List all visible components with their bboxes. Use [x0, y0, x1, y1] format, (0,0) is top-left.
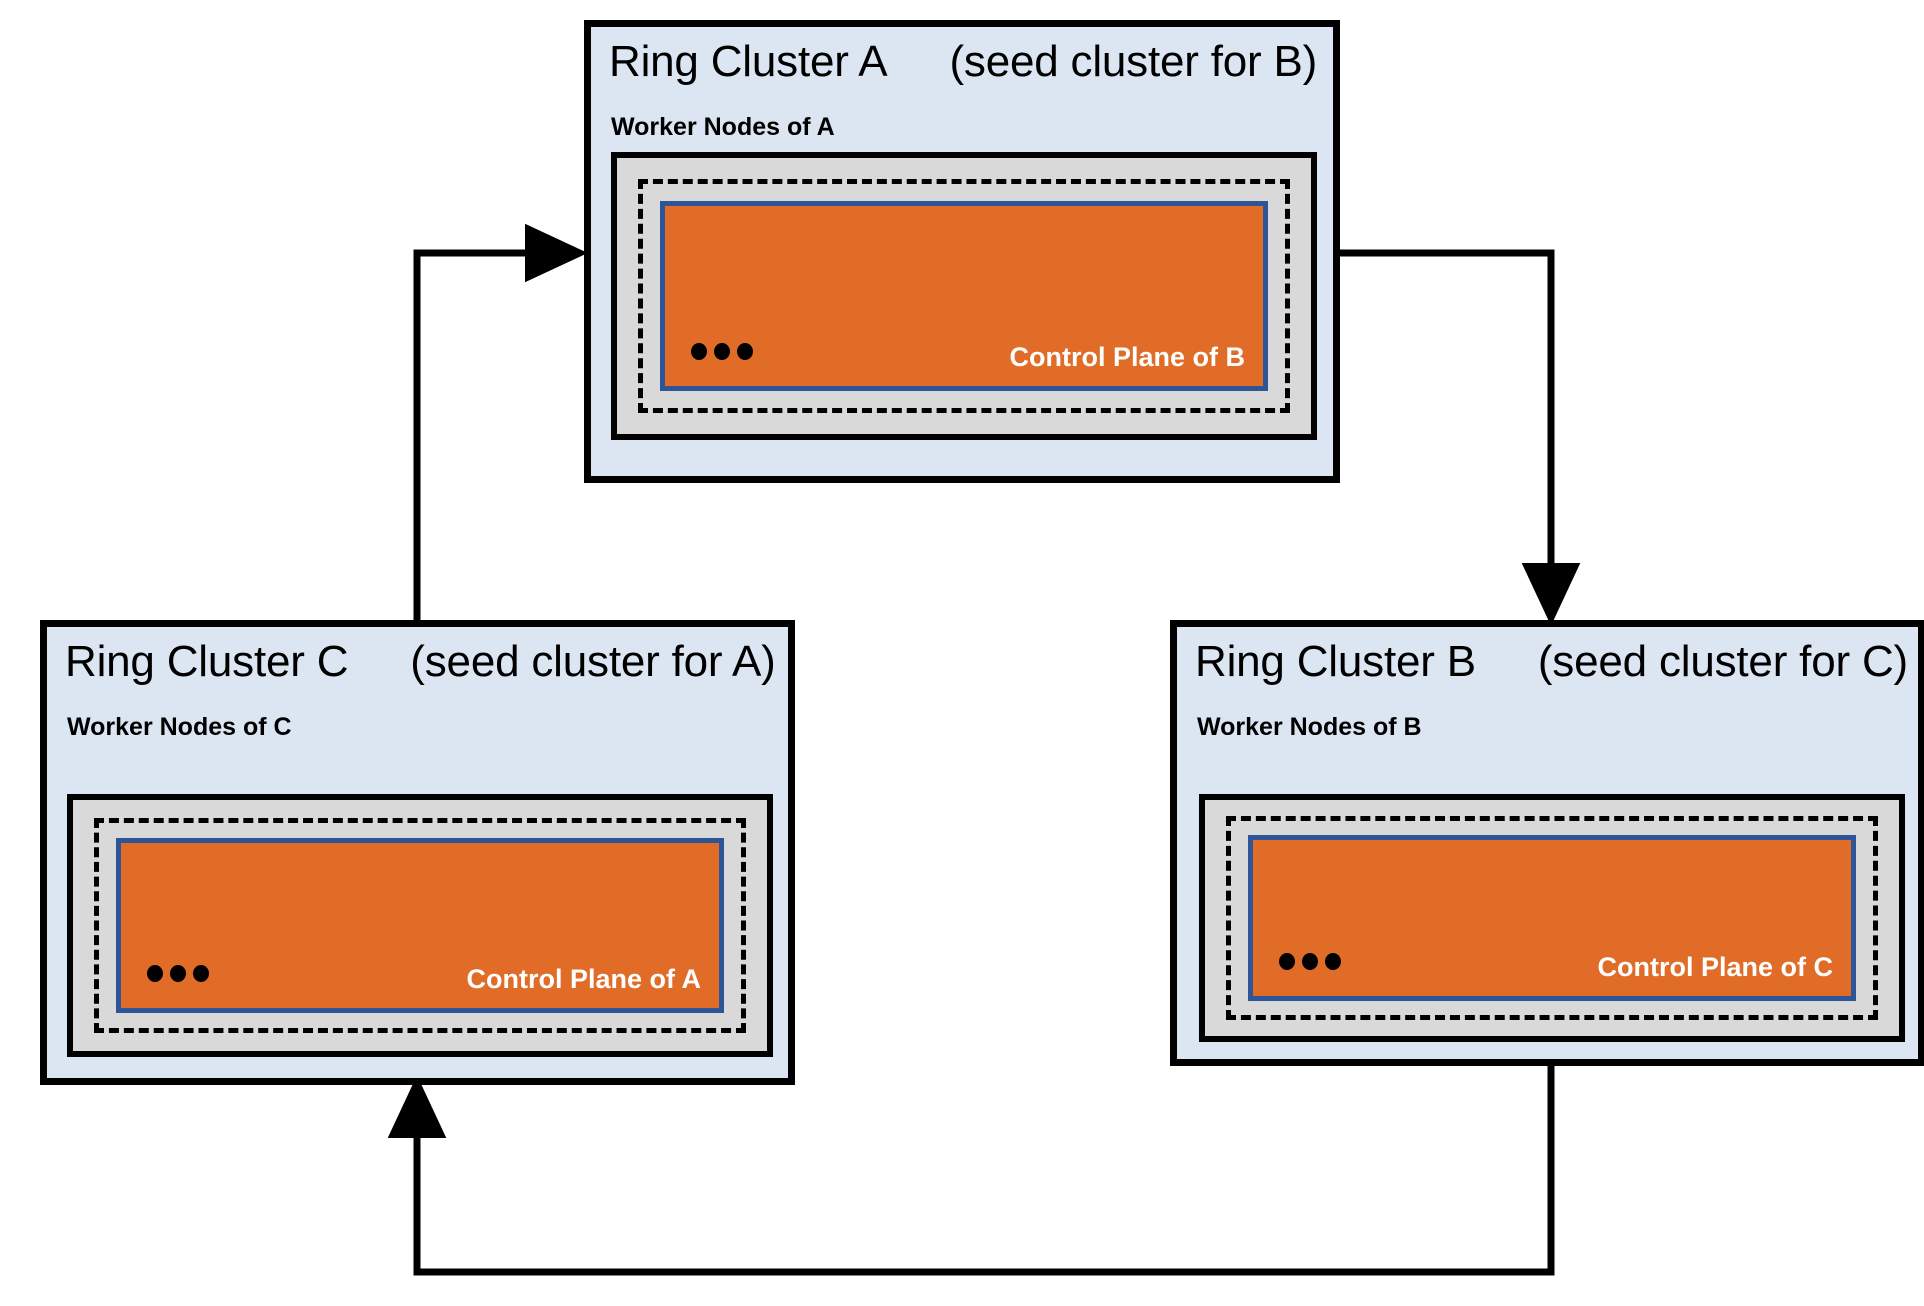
cluster-a[interactable]: Ring Cluster A (seed cluster for B) Worke…: [584, 20, 1340, 483]
cluster-c-control-plane-label: Control Plane of A: [466, 964, 702, 994]
cluster-c[interactable]: Ring Cluster C (seed cluster for A) Worke…: [40, 620, 795, 1085]
cluster-b-ellipsis-icon: [1279, 953, 1341, 970]
cluster-a-title: Ring Cluster A (seed cluster for B): [609, 37, 1317, 87]
arrow-b-to-c: [387, 1066, 1555, 1276]
cluster-b-title: Ring Cluster B (seed cluster for C): [1195, 637, 1908, 687]
cluster-b-worker-box[interactable]: Control Plane of C: [1199, 794, 1905, 1042]
cluster-c-seed-note: (seed cluster for A): [410, 637, 776, 686]
arrow-c-to-a: [413, 223, 588, 620]
cluster-a-name: Ring Cluster A: [609, 37, 888, 86]
cluster-c-name: Ring Cluster C: [65, 637, 349, 686]
arrow-a-to-b: [1340, 249, 1581, 626]
cluster-a-worker-box[interactable]: Control Plane of B: [611, 152, 1317, 440]
cluster-a-control-plane-label: Control Plane of B: [1009, 342, 1246, 372]
cluster-a-ellipsis-icon: [691, 343, 753, 360]
cluster-b-name: Ring Cluster B: [1195, 637, 1476, 686]
cluster-a-seed-note: (seed cluster for B): [949, 37, 1318, 86]
cluster-a-control-plane[interactable]: Control Plane of B: [660, 201, 1268, 391]
cluster-b-seed-note: (seed cluster for C): [1537, 637, 1908, 686]
cluster-b-worker-label: Worker Nodes of B: [1197, 713, 1422, 741]
cluster-c-ellipsis-icon: [147, 965, 209, 982]
cluster-b-control-plane[interactable]: Control Plane of C: [1248, 835, 1856, 1001]
cluster-c-title: Ring Cluster C (seed cluster for A): [65, 637, 776, 687]
cluster-b-control-plane-label: Control Plane of C: [1597, 952, 1834, 982]
cluster-a-node-boundary: [638, 179, 1290, 413]
cluster-c-control-plane[interactable]: Control Plane of A: [116, 838, 724, 1013]
cluster-c-worker-box[interactable]: Control Plane of A: [67, 794, 773, 1057]
cluster-b[interactable]: Ring Cluster B (seed cluster for C) Worke…: [1170, 620, 1924, 1066]
cluster-b-node-boundary: [1226, 816, 1878, 1020]
cluster-a-worker-label: Worker Nodes of A: [611, 113, 835, 141]
cluster-c-node-boundary: [94, 818, 746, 1033]
cluster-c-worker-label: Worker Nodes of C: [67, 713, 292, 741]
